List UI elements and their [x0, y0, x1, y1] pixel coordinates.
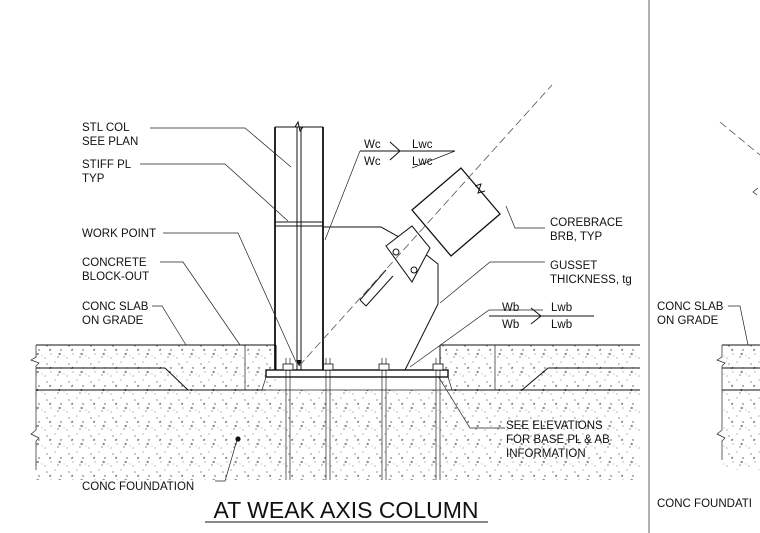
weld-wb-top: Wb — [502, 302, 519, 314]
concrete-label: CONCRETE — [82, 257, 147, 269]
stl-col-label: STL COL — [82, 122, 130, 134]
on-grade-label: ON GRADE — [82, 315, 144, 327]
base-pl-ab-label: FOR BASE PL & AB — [506, 434, 610, 446]
weld-wc-bottom: Wc — [364, 156, 381, 168]
work-point-marker — [296, 360, 302, 366]
steel-column — [274, 120, 324, 370]
see-elevations-label: SEE ELEVATIONS — [506, 420, 603, 432]
conc-slab-label: CONC SLAB — [82, 301, 149, 313]
gusset-label: GUSSET — [550, 260, 597, 272]
weld-symbol-base — [489, 307, 594, 325]
conc-foundation-label: CONC FOUNDATION — [82, 481, 194, 493]
concrete-slab-and-foundation — [30, 344, 640, 480]
stiff-pl-label: STIFF PL — [82, 159, 132, 171]
weld-lwb-top: Lwb — [551, 302, 572, 314]
corebrace-brb — [359, 167, 501, 307]
see-plan-label: SEE PLAN — [82, 136, 138, 148]
weld-wb-bottom: Wb — [502, 319, 519, 331]
right-conc-foundation-label: CONC FOUNDATI — [657, 498, 752, 510]
detail-title: AT WEAK AXIS COLUMN — [214, 497, 479, 523]
brb-typ-label: BRB, TYP — [550, 231, 603, 243]
right-conc-slab-label: CONC SLAB — [657, 301, 724, 313]
anchor-bolts — [282, 358, 444, 480]
corebrace-label: COREBRACE — [550, 217, 623, 229]
base-plate — [265, 369, 449, 378]
weld-wc-top: Wc — [364, 139, 381, 151]
weld-symbol-column — [360, 141, 456, 169]
work-point-label: WORK POINT — [82, 228, 156, 240]
weld-lwb-bottom: Lwb — [551, 319, 572, 331]
work-line — [298, 84, 553, 367]
right-partial-detail — [716, 121, 760, 470]
leader-lines — [140, 127, 545, 482]
weld-lwc-bottom: Lwc — [412, 156, 433, 168]
right-on-grade-label: ON GRADE — [657, 315, 719, 327]
block-out-label: BLOCK-OUT — [82, 271, 149, 283]
stiff-pl-typ-label: TYP — [82, 173, 105, 185]
foundation-dot — [235, 436, 241, 442]
information-label: INFORMATION — [506, 448, 586, 460]
weld-lwc-top: Lwc — [412, 139, 433, 151]
gusset-thickness-label: THICKNESS, tg — [550, 274, 632, 286]
